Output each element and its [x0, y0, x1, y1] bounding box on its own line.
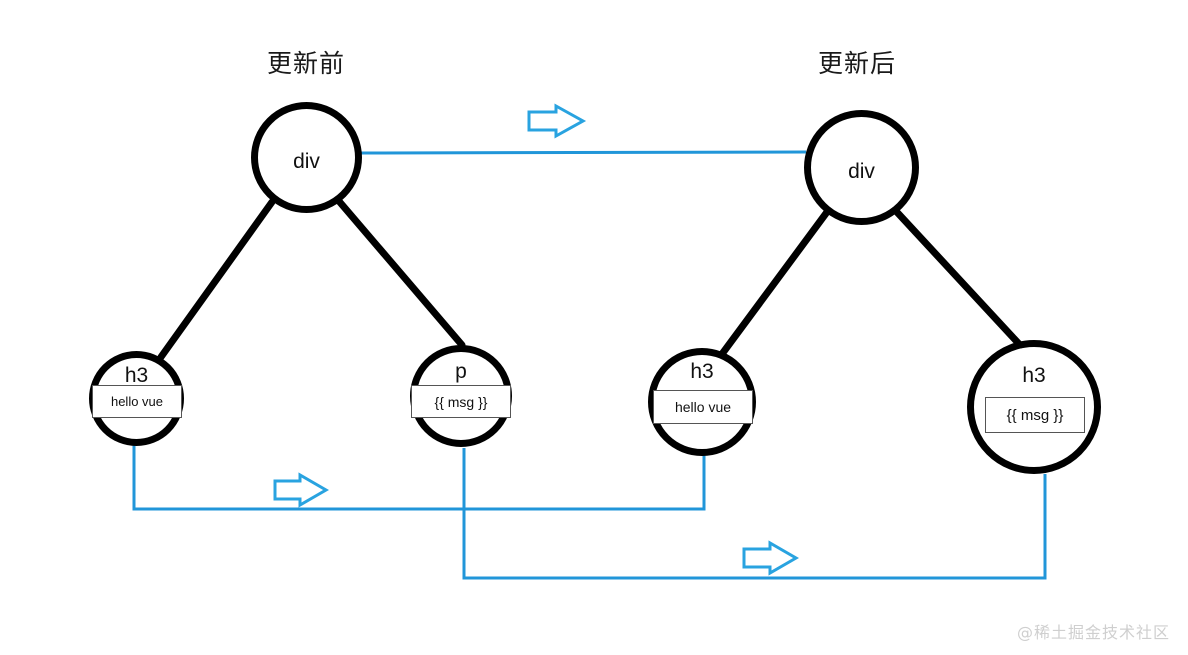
- edge-after-root-to-h3-right: [891, 206, 1024, 349]
- edge-before-root-to-h3: [157, 198, 276, 361]
- node-after-h3-right-value-box: {{ msg }}: [985, 397, 1085, 433]
- node-before-h3-value: hello vue: [110, 394, 164, 409]
- node-after-h3-right[interactable]: h3: [967, 340, 1101, 474]
- connector-h3-to-h3: [132, 443, 706, 511]
- watermark: @稀土掘金技术社区: [1016, 623, 1170, 642]
- node-before-p-label: p: [455, 360, 467, 383]
- connector-arrow-bottom: [742, 540, 800, 576]
- node-after-h3-right-value: {{ msg }}: [1006, 406, 1064, 424]
- connector-arrow-top: [527, 103, 587, 139]
- tree-edges-after: [718, 206, 1024, 358]
- panel-title-after: 更新后: [818, 49, 897, 78]
- node-after-h3-left-label: h3: [690, 360, 714, 383]
- node-after-root-label: div: [848, 160, 875, 183]
- node-after-root[interactable]: div: [804, 110, 919, 225]
- connector-p-to-h3: [462, 448, 1047, 580]
- node-before-h3-label: h3: [124, 364, 149, 387]
- node-after-h3-left-value-box: hello vue: [653, 390, 753, 424]
- node-before-h3-value-box: hello vue: [92, 385, 182, 418]
- node-after-h3-left-value: hello vue: [674, 399, 732, 415]
- edge-before-root-to-p: [334, 196, 466, 349]
- edge-after-root-to-h3-left: [718, 208, 831, 358]
- node-before-p-value: {{ msg }}: [434, 393, 488, 410]
- connector-arrow-middle: [273, 472, 330, 508]
- connector-root-to-root: [360, 103, 807, 155]
- panel-title-before: 更新前: [267, 49, 346, 78]
- node-before-p-value-box: {{ msg }}: [411, 385, 511, 418]
- node-before-root-label: div: [293, 150, 320, 173]
- node-after-h3-right-label: h3: [1022, 364, 1046, 387]
- tree-edges-before: [157, 196, 466, 361]
- node-before-root[interactable]: div: [251, 102, 362, 213]
